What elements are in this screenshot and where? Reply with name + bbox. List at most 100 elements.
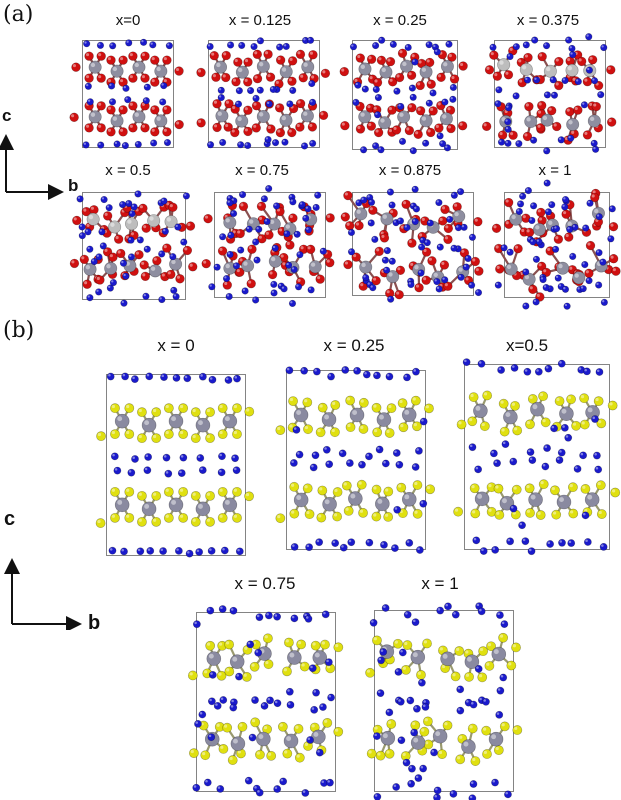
anion-atom [128,101,138,111]
intercalant-atom [396,697,405,706]
metal-atom [168,497,184,513]
intercalant-atom [331,539,340,548]
anion-atom [320,68,331,79]
metal-atom [283,733,299,749]
intercalant-atom [456,706,465,715]
anion-atom [434,123,444,133]
intercalant-atom [160,82,168,90]
anion-atom [174,66,184,76]
intercalant-atom [279,777,288,786]
structure-label: x = 0.75 [235,162,289,179]
intercalant-atom [174,223,182,231]
intercalant-atom [529,238,537,246]
anion-atom [308,50,318,60]
intercalant-atom [238,41,246,50]
anion-atom [482,390,493,401]
intercalant-atom [579,285,587,293]
intercalant-atom [349,43,358,51]
intercalant-atom [565,36,573,44]
anion-atom [412,508,423,519]
anion-atom [414,282,424,293]
intercalant-atom [607,235,615,243]
intercalant-atom [245,225,253,233]
intercalant-atom [560,423,569,432]
intercalant-atom [403,223,411,232]
anion-atom [275,55,286,65]
intercalant-atom [260,701,269,710]
intercalant-atom [369,284,377,292]
anion-atom [84,51,94,61]
intercalant-atom [198,372,207,381]
anion-atom [437,749,447,760]
anion-atom [358,507,368,518]
anion-atom [482,749,492,759]
anion-atom [561,209,571,219]
anion-atom [595,480,606,491]
intercalant-atom [95,253,103,261]
anion-atom [322,717,333,728]
intercalant-atom [108,98,117,106]
anion-atom [564,232,574,242]
intercalant-atom [389,40,397,48]
intercalant-atom [255,225,263,233]
intercalant-atom [271,244,279,252]
anion-atom [415,80,425,91]
metal-atom [378,116,392,130]
anion-atom [224,639,235,650]
intercalant-atom [462,358,471,367]
intercalant-atom [76,195,84,203]
anion-atom [140,51,150,61]
anion-atom [102,211,113,221]
intercalant-atom [509,504,518,513]
anion-atom [582,130,593,140]
anion-atom [384,428,395,438]
metal-atom [432,728,448,744]
anion-atom [282,748,293,759]
intercalant-atom [381,604,390,612]
intercalant-atom [315,748,324,757]
anion-atom [205,640,216,651]
intercalant-atom [544,364,553,373]
intercalant-atom [446,215,454,223]
intercalant-atom [192,620,201,629]
intercalant-atom [528,456,537,465]
intercalant-atom [550,91,559,99]
intercalant-atom [78,232,86,240]
intercalant-atom [381,256,390,264]
intercalant-atom [371,235,379,243]
anion-atom [536,207,546,218]
anion-atom [140,123,150,133]
metal-atom [256,109,270,123]
metal-atom [125,217,139,231]
anion-atom [230,127,240,138]
intercalant-atom [464,254,472,263]
intercalant-atom [222,274,231,283]
intercalant-atom [280,285,288,293]
intercalant-atom [198,710,207,719]
intercalant-atom [506,52,514,61]
metal-atom [241,259,255,273]
anion-atom [503,197,514,208]
intercalant-atom [435,285,443,293]
intercalant-atom [108,546,117,555]
intercalant-atom [289,86,297,95]
anion-atom [499,721,510,732]
intercalant-atom [285,261,293,269]
unit-cell-frame [464,364,610,550]
anion-atom [224,99,234,109]
intercalant-atom [226,199,234,207]
intercalant-atom [600,298,608,306]
intercalant-atom [433,277,441,286]
metal-atom [566,117,580,131]
intercalant-atom [127,468,136,477]
anion-atom [250,717,261,728]
intercalant-atom [522,302,530,310]
anion-atom [84,73,94,83]
anion-atom [187,670,198,681]
anion-atom [351,252,361,262]
intercalant-atom [106,284,114,292]
intercalant-atom [203,778,212,787]
anion-atom [591,101,601,112]
metal-atom [223,216,237,230]
intercalant-atom [450,191,458,199]
